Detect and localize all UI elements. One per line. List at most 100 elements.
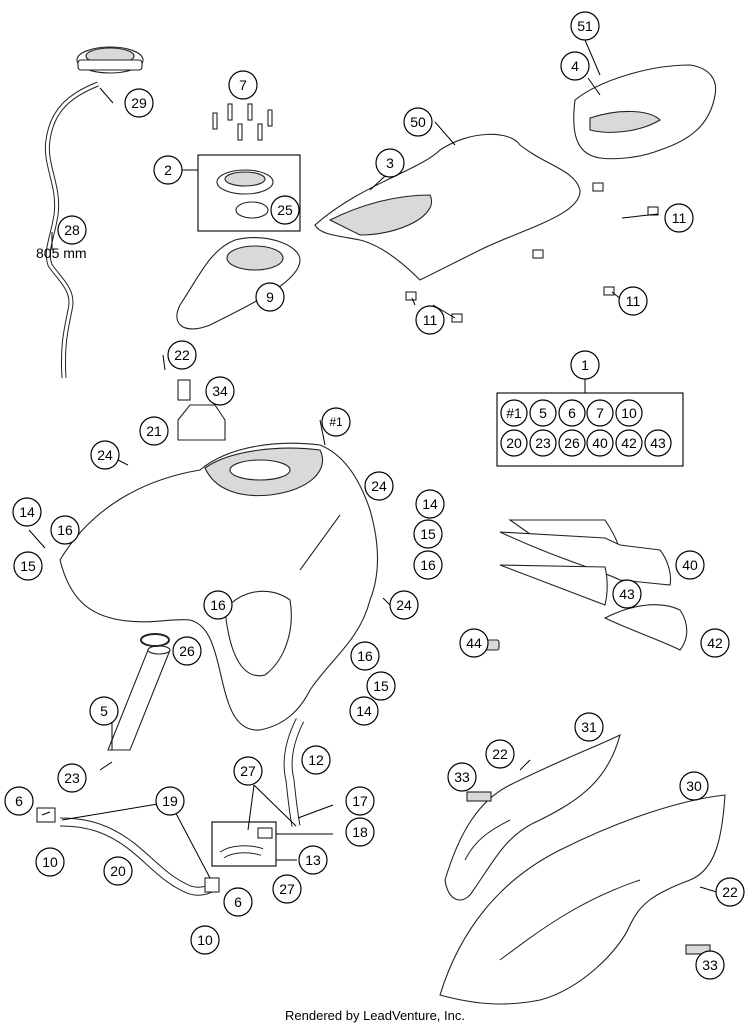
callout-19[interactable]: 19 bbox=[155, 786, 185, 816]
callout-11-right[interactable]: 11 bbox=[618, 286, 648, 316]
callout-29[interactable]: 29 bbox=[124, 88, 154, 118]
callout-16-center[interactable]: 16 bbox=[203, 590, 233, 620]
kit-item-callout[interactable]: #1 bbox=[500, 399, 528, 427]
callout-28[interactable]: 28 bbox=[57, 215, 87, 245]
callout-11-bottom[interactable]: 11 bbox=[415, 305, 445, 335]
kit-item-label: 26 bbox=[564, 435, 580, 451]
svg-text:43: 43 bbox=[619, 586, 635, 602]
kit-item-callout[interactable]: 43 bbox=[644, 429, 672, 457]
callout-17[interactable]: 17 bbox=[345, 786, 375, 816]
svg-text:50: 50 bbox=[410, 114, 426, 130]
callout-12[interactable]: 12 bbox=[301, 745, 331, 775]
callout-14-lower[interactable]: 14 bbox=[349, 696, 379, 726]
callout-11-top[interactable]: 11 bbox=[664, 203, 694, 233]
svg-text:24: 24 bbox=[97, 447, 113, 463]
callout-15-right[interactable]: 15 bbox=[413, 519, 443, 549]
fuel-tank bbox=[59, 442, 379, 731]
kit-item-callout[interactable]: 6 bbox=[558, 399, 586, 427]
callout-4[interactable]: 4 bbox=[560, 51, 590, 81]
callout-31[interactable]: 31 bbox=[574, 712, 604, 742]
kit-item-callout[interactable]: 40 bbox=[586, 429, 614, 457]
callout-6-right[interactable]: 6 bbox=[223, 887, 253, 917]
callout-20[interactable]: 20 bbox=[103, 856, 133, 886]
callout-5[interactable]: 5 bbox=[89, 696, 119, 726]
svg-text:22: 22 bbox=[722, 884, 738, 900]
kit-item-label: 40 bbox=[592, 435, 608, 451]
svg-text:42: 42 bbox=[707, 635, 723, 651]
callout-10-left[interactable]: 10 bbox=[35, 847, 65, 877]
svg-text:27: 27 bbox=[240, 763, 256, 779]
kit-item-callout[interactable]: 23 bbox=[529, 429, 557, 457]
svg-text:30: 30 bbox=[686, 778, 702, 794]
svg-text:24: 24 bbox=[396, 597, 412, 613]
callout-3[interactable]: 3 bbox=[375, 148, 405, 178]
svg-text:24: 24 bbox=[371, 478, 387, 494]
svg-text:15: 15 bbox=[420, 526, 436, 542]
svg-text:#1: #1 bbox=[329, 415, 343, 429]
kit-item-callout[interactable]: 5 bbox=[529, 399, 557, 427]
callout-43[interactable]: 43 bbox=[612, 579, 642, 609]
kit-item-label: 42 bbox=[621, 435, 637, 451]
callout-24-left[interactable]: 24 bbox=[90, 440, 120, 470]
callout-18[interactable]: 18 bbox=[345, 817, 375, 847]
callout-42[interactable]: 42 bbox=[700, 628, 730, 658]
tank-spoiler-right bbox=[439, 794, 726, 1005]
svg-text:13: 13 bbox=[305, 852, 321, 868]
kit-item-callout[interactable]: 10 bbox=[615, 399, 643, 427]
svg-text:22: 22 bbox=[174, 347, 190, 363]
callout-26[interactable]: 26 bbox=[172, 636, 202, 666]
callout-7[interactable]: 7 bbox=[228, 70, 258, 100]
svg-text:22: 22 bbox=[492, 746, 508, 762]
kit-item-label: #1 bbox=[506, 405, 522, 421]
svg-text:28: 28 bbox=[64, 222, 80, 238]
callout-22-bottom[interactable]: 22 bbox=[715, 877, 745, 907]
callout-22-top[interactable]: 22 bbox=[167, 340, 197, 370]
svg-text:16: 16 bbox=[210, 597, 226, 613]
callout-14-right[interactable]: 14 bbox=[415, 489, 445, 519]
callout-25[interactable]: 25 bbox=[270, 195, 300, 225]
kit-item-label: 43 bbox=[650, 435, 666, 451]
callout-13[interactable]: 13 bbox=[298, 845, 328, 875]
callout-22-mid[interactable]: 22 bbox=[485, 739, 515, 769]
callout-44[interactable]: 44 bbox=[459, 628, 489, 658]
valve-kit-box bbox=[211, 821, 277, 867]
svg-text:18: 18 bbox=[352, 824, 368, 840]
kit-item-callout[interactable]: 26 bbox=[558, 429, 586, 457]
callout-1[interactable]: 1 bbox=[570, 350, 600, 380]
svg-text:3: 3 bbox=[386, 155, 394, 171]
callout-15-left[interactable]: 15 bbox=[13, 551, 43, 581]
callout-27-top[interactable]: 27 bbox=[233, 756, 263, 786]
svg-text:31: 31 bbox=[581, 719, 597, 735]
callout-10-bottom[interactable]: 10 bbox=[190, 925, 220, 955]
callout-23[interactable]: 23 bbox=[57, 763, 87, 793]
callout-24-mid[interactable]: 24 bbox=[364, 471, 394, 501]
callout-21[interactable]: 21 bbox=[139, 416, 169, 446]
callout-6-left[interactable]: 6 bbox=[4, 786, 34, 816]
callout-16-left[interactable]: 16 bbox=[50, 515, 80, 545]
kit-item-callout[interactable]: 42 bbox=[615, 429, 643, 457]
callout-51[interactable]: 51 bbox=[570, 11, 600, 41]
callout-33-bottom[interactable]: 33 bbox=[695, 950, 725, 980]
callout-2[interactable]: 2 bbox=[153, 155, 183, 185]
callout-33-top[interactable]: 33 bbox=[447, 762, 477, 792]
callout-40[interactable]: 40 bbox=[675, 550, 705, 580]
callout-24-right[interactable]: 24 bbox=[389, 590, 419, 620]
footer-credit: Rendered by LeadVenture, Inc. bbox=[285, 1008, 465, 1023]
callout-14-left[interactable]: 14 bbox=[12, 497, 42, 527]
callout-50[interactable]: 50 bbox=[403, 107, 433, 137]
callout-27-bottom[interactable]: 27 bbox=[272, 874, 302, 904]
callout-16-lower[interactable]: 16 bbox=[350, 641, 380, 671]
callout-9[interactable]: 9 bbox=[255, 282, 285, 312]
fuel-filler-cap bbox=[216, 169, 274, 219]
callout-tank[interactable]: #1 bbox=[321, 407, 351, 437]
callout-34[interactable]: 34 bbox=[205, 376, 235, 406]
callout-16-right[interactable]: 16 bbox=[413, 550, 443, 580]
svg-text:6: 6 bbox=[234, 894, 242, 910]
kit-item-label: 10 bbox=[621, 405, 637, 421]
kit-item-callout[interactable]: 7 bbox=[586, 399, 614, 427]
callout-30[interactable]: 30 bbox=[679, 771, 709, 801]
kit-item-callout[interactable]: 20 bbox=[500, 429, 528, 457]
rider-seat bbox=[314, 133, 581, 281]
callout-15-lower[interactable]: 15 bbox=[366, 671, 396, 701]
